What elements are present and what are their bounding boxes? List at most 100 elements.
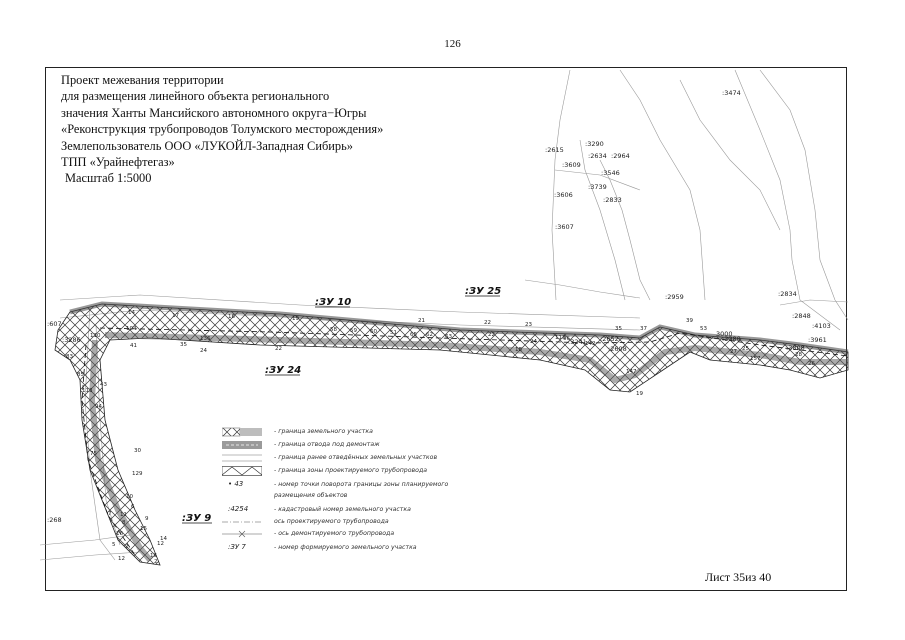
parcel-label: :3546 bbox=[601, 169, 620, 177]
parcel-label: :3606 bbox=[554, 191, 573, 199]
legend-text: - граница ранее отведённых земельных уча… bbox=[274, 454, 438, 461]
turning-point-label: 85 bbox=[77, 372, 84, 378]
turning-point-label: 22 bbox=[484, 320, 491, 326]
turning-point-label: 59 bbox=[350, 328, 357, 334]
legend-row: :ЗУ 7 - номер формируемого земельного уч… bbox=[222, 543, 482, 553]
turning-point-label: 94 bbox=[95, 404, 102, 410]
parcel-label: :3241 bbox=[568, 338, 587, 346]
turning-point-label: 37 bbox=[640, 326, 647, 332]
parcel-label: :3609 bbox=[562, 161, 581, 169]
legend-symbol-point: • 43 bbox=[228, 480, 244, 488]
legend-row: :4254 - кадастровый номер земельного уча… bbox=[222, 505, 482, 515]
zone-labels: :ЗУ 10 :ЗУ 25 :ЗУ 24 :ЗУ 9 bbox=[182, 286, 501, 524]
turning-point-label: 10 bbox=[126, 494, 133, 500]
zone-label-zu10: :ЗУ 10 bbox=[315, 297, 351, 308]
turning-point-label: 24 bbox=[200, 348, 207, 354]
zone-label-zu9: :ЗУ 9 bbox=[182, 513, 211, 524]
turning-point-label: 53 bbox=[700, 326, 707, 332]
title-line: Землепользователь ООО «ЛУКОЙЛ-Западная С… bbox=[61, 138, 353, 153]
parcel-label: :2615 bbox=[545, 146, 564, 154]
turning-point-label: 28 bbox=[795, 352, 802, 358]
turning-point-label: 39 bbox=[686, 318, 693, 324]
parcel-label: :3961 bbox=[808, 336, 827, 344]
turning-point-label: 43 bbox=[100, 382, 107, 388]
zone-label-zu25: :ЗУ 25 bbox=[465, 286, 501, 297]
turning-point-label: 2 bbox=[125, 544, 129, 550]
legend-swatch-previous bbox=[222, 454, 262, 462]
turning-point-label: 129 bbox=[132, 471, 143, 477]
turning-point-label: 58 bbox=[330, 327, 337, 333]
legend-symbol-cadastral: :4254 bbox=[228, 505, 249, 513]
parcel-label: :2834 bbox=[778, 290, 797, 298]
legend-row: ось проектируемого трубопровода bbox=[222, 517, 482, 527]
title-line: ТПП «Урайнефтегаз» bbox=[61, 155, 175, 170]
turning-point-label: 21 bbox=[418, 318, 425, 324]
turning-point-label: 16 bbox=[116, 531, 123, 537]
page-number: 126 bbox=[444, 38, 461, 50]
title-line-scale: Масштаб 1:5000 bbox=[65, 171, 152, 186]
title-line: значения Ханты Мансийского автономного о… bbox=[61, 105, 367, 120]
sheet-label: Лист 35из 40 bbox=[705, 570, 772, 584]
turning-point-label: 30 bbox=[134, 448, 141, 454]
legend-text: - граница земельного участка bbox=[274, 428, 373, 435]
legend-swatch-demolition bbox=[222, 441, 262, 449]
legend-swatch-zone bbox=[222, 466, 262, 476]
parcel-label: :607 bbox=[47, 320, 62, 328]
legend-row: - граница ранее отведённых земельных уча… bbox=[222, 453, 482, 463]
turning-point-label: 5 bbox=[112, 542, 116, 548]
legend-row: - граница отвода под демонтаж bbox=[222, 440, 482, 450]
legend-text: - граница зоны проектируемого трубопрово… bbox=[274, 467, 428, 474]
parcel-labels: :3474 :3290 :2615 :2634 :2964 :3609 :354… bbox=[47, 89, 831, 524]
title-line: Проект межевания территории bbox=[61, 73, 224, 87]
turning-point-label: 83 bbox=[66, 354, 73, 360]
legend-row: • 43 - номер точки поворота границы зоны… bbox=[222, 480, 482, 490]
parcel-label: :3474 bbox=[722, 89, 741, 97]
turning-point-label: 22 bbox=[275, 346, 282, 352]
parcel-label: :2652 bbox=[600, 335, 619, 343]
title-block: Проект межевания территории для размещен… bbox=[61, 72, 383, 187]
parcel-label: :2848 bbox=[792, 312, 811, 320]
legend-swatch-axis-new bbox=[222, 521, 262, 523]
turning-point-label: 7 bbox=[108, 511, 112, 517]
turning-point-label: 27 bbox=[730, 349, 737, 355]
legend-text: - ось демонтируемого трубопровода bbox=[274, 530, 395, 537]
parcel-label: :2634 bbox=[588, 152, 607, 160]
legend-row: размещения объектов bbox=[222, 491, 482, 501]
turning-point-label: 142 bbox=[585, 341, 596, 347]
parcel-label: :2964 bbox=[611, 152, 630, 160]
legend-text: - номер точки поворота границы зоны план… bbox=[274, 481, 449, 488]
turning-point-label: 136 bbox=[200, 336, 211, 342]
title-line: «Реконструкция трубопроводов Толумского … bbox=[61, 122, 384, 137]
turning-point-label: 51 bbox=[390, 330, 397, 336]
turning-point-label: 19 bbox=[292, 316, 299, 322]
turning-point-label: 63 bbox=[445, 334, 452, 340]
turning-point-label: 41 bbox=[130, 343, 137, 349]
parcel-label: :4103 bbox=[812, 322, 831, 330]
parcel-label: :268 bbox=[47, 516, 62, 524]
parcel-label: 3000 bbox=[716, 330, 733, 338]
corridor-zone bbox=[54, 301, 849, 566]
turning-point-label: 110 bbox=[90, 333, 101, 339]
legend-symbol-zu: :ЗУ 7 bbox=[228, 543, 246, 551]
legend-text: - кадастровый номер земельного участка bbox=[274, 506, 411, 513]
parcel-label: :3290 bbox=[585, 140, 604, 148]
turning-point-label: 113 bbox=[555, 335, 566, 341]
turning-point-label: 147 bbox=[626, 369, 637, 375]
legend-text: размещения объектов bbox=[274, 492, 348, 499]
turning-point-label: 96 bbox=[563, 336, 570, 342]
legend-text: ось проектируемого трубопровода bbox=[274, 518, 389, 525]
turning-point-label: 23 bbox=[525, 322, 532, 328]
legend-row: - ось демонтируемого трубопровода bbox=[222, 529, 482, 539]
turning-point-label: 12 bbox=[157, 541, 164, 547]
parcel-label: :2959 bbox=[665, 293, 684, 301]
turning-point-label: 8 bbox=[122, 520, 126, 526]
turning-point-label: 104 bbox=[126, 326, 137, 332]
legend-text: - граница отвода под демонтаж bbox=[274, 441, 380, 448]
turning-point-label: 6 bbox=[131, 504, 135, 510]
turning-point-label: 19 bbox=[636, 391, 643, 397]
turning-point-label: 62 bbox=[426, 332, 433, 338]
zone-label-zu24: :ЗУ 24 bbox=[265, 365, 301, 376]
turning-point-label: 25 bbox=[742, 346, 749, 352]
